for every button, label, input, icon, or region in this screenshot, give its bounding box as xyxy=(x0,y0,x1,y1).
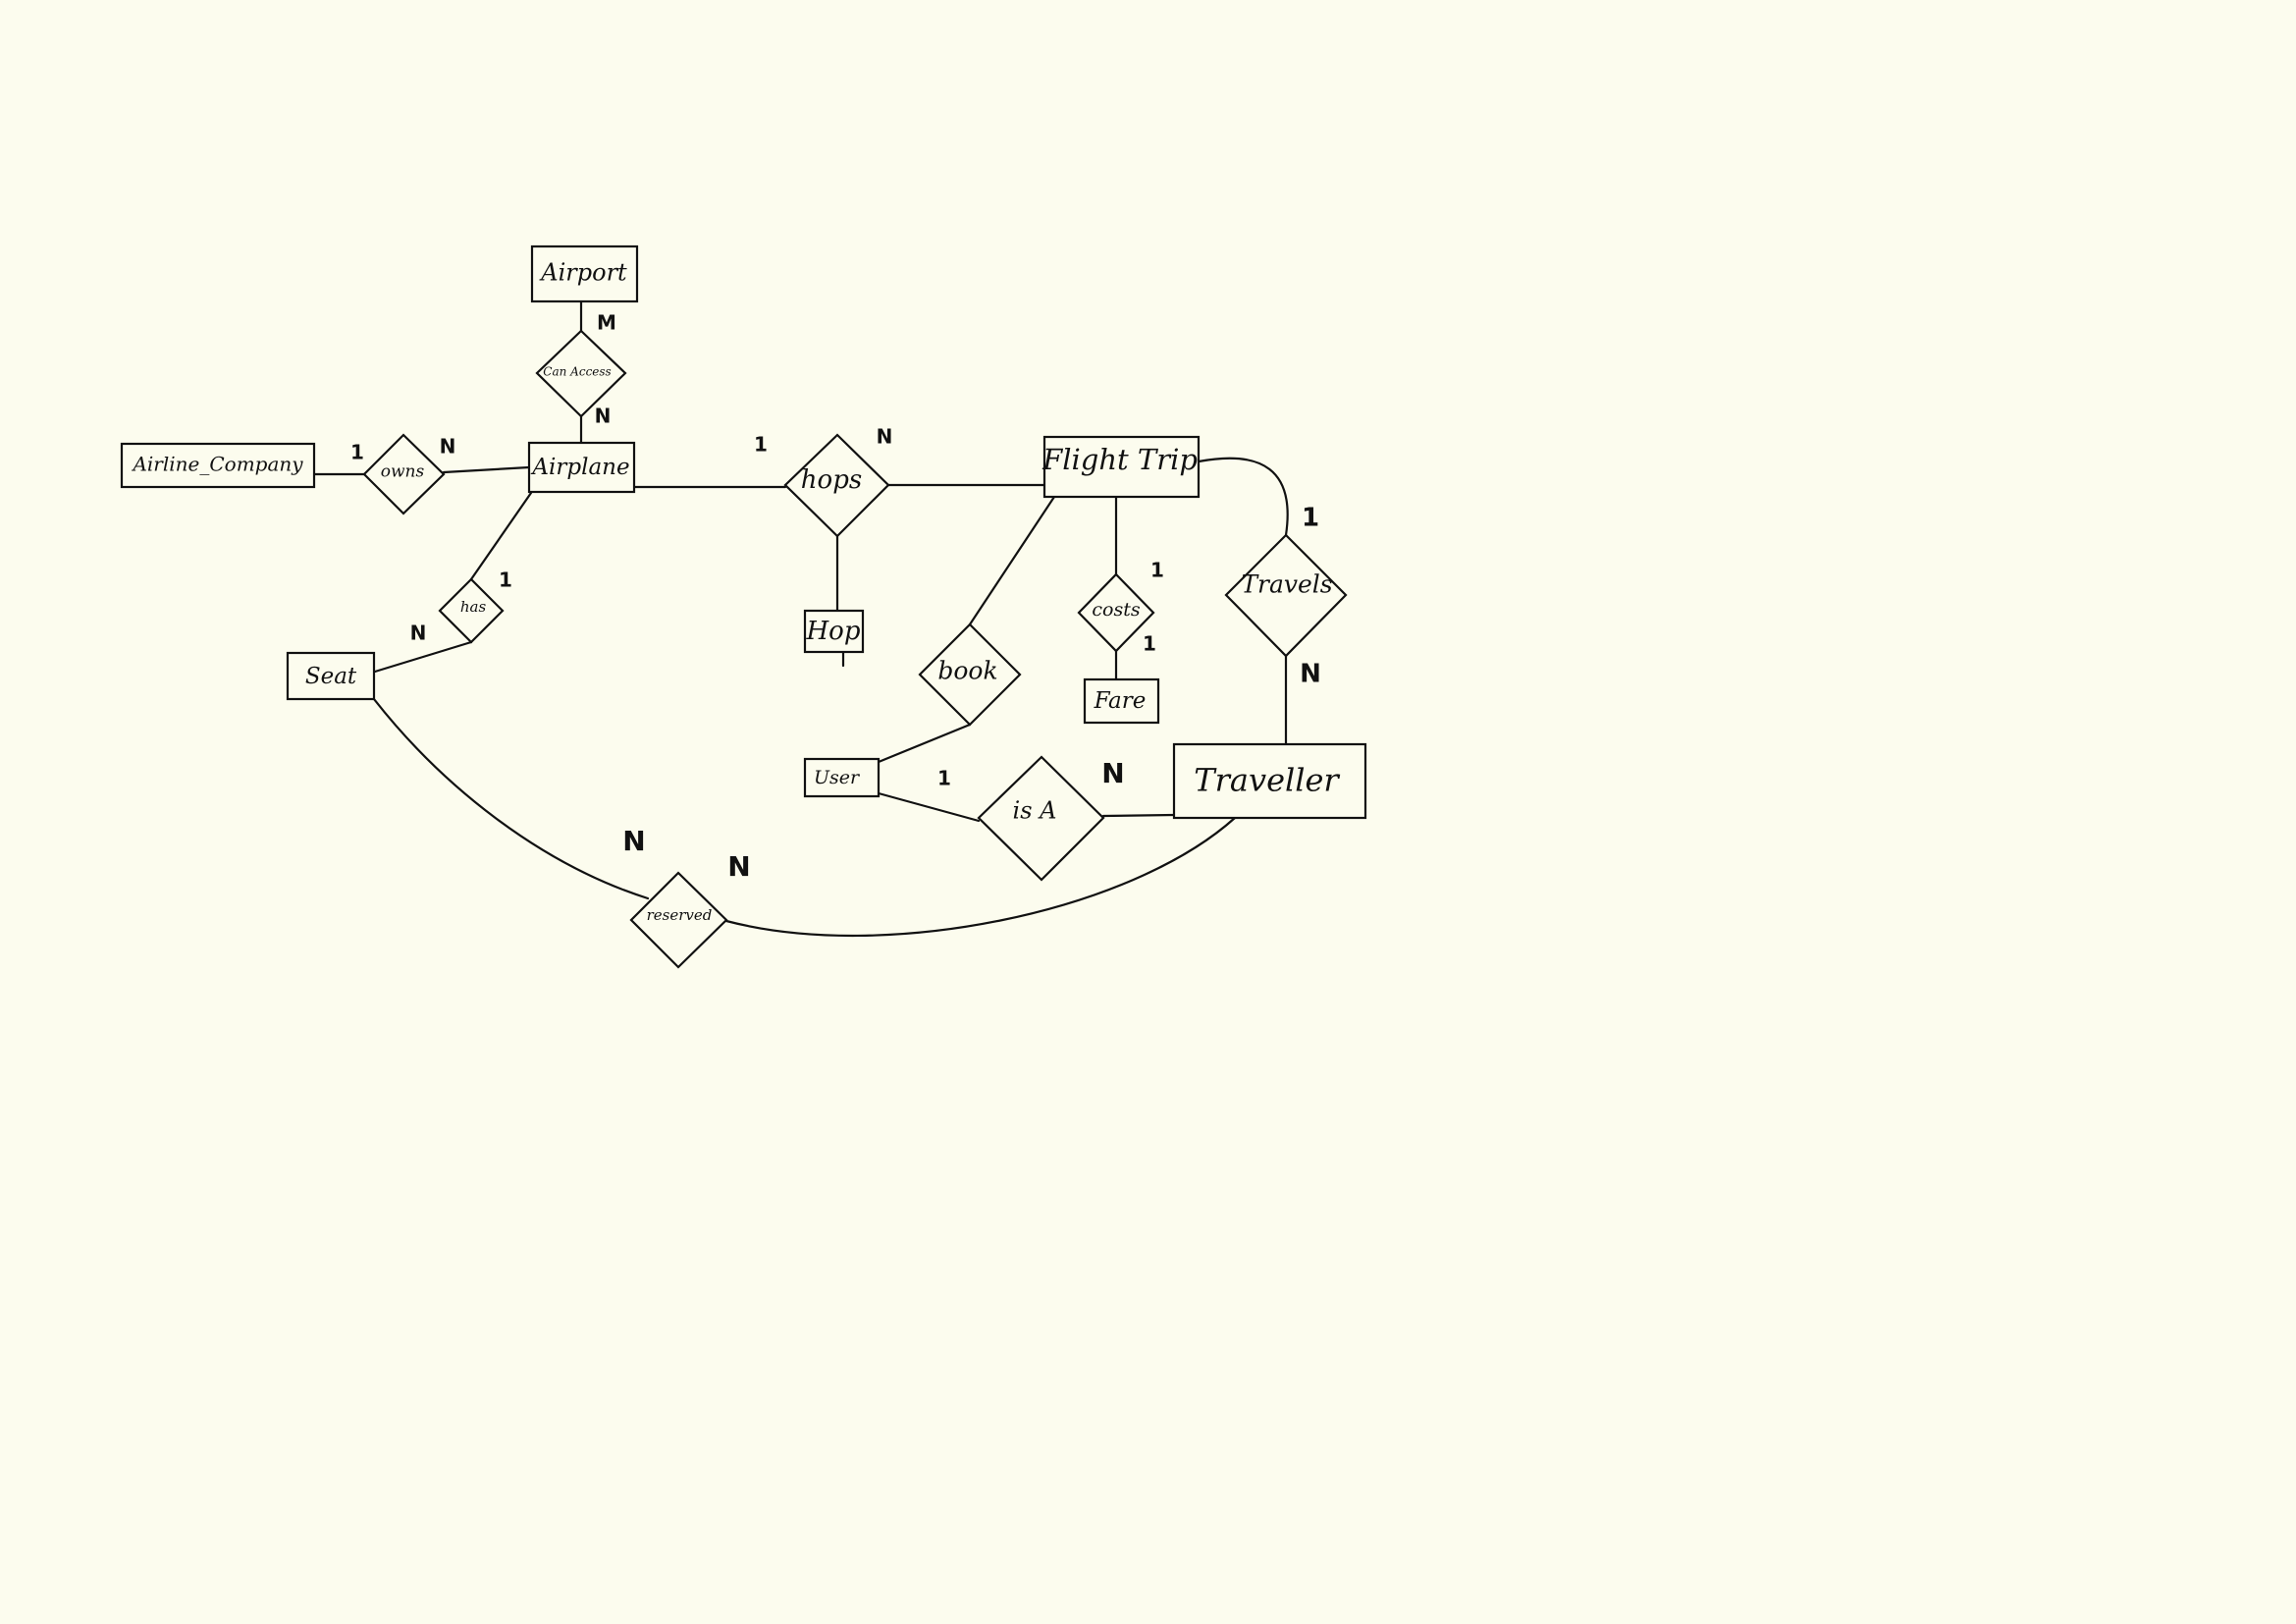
relationship-hops: hops xyxy=(783,433,890,538)
cardinality-label: 1 xyxy=(499,568,512,592)
edge-flighttrip-travels xyxy=(1197,457,1289,537)
cardinalities: M N 1 N 1 N 1 N 1 1 1 N 1 N N N xyxy=(350,311,1321,884)
er-diagram-canvas: Airport Airline_Company Airplane Flight … xyxy=(0,0,1539,1089)
cardinality-label: M xyxy=(597,311,616,335)
entity-airport: Airport xyxy=(530,244,639,303)
relationship-owns: owns xyxy=(362,433,446,515)
entity-fare-label: Fare xyxy=(1094,688,1147,714)
relationship-hops-label: hops xyxy=(801,465,862,495)
relationship-reserved-label: reserved xyxy=(647,906,713,924)
cardinality-label: 1 xyxy=(350,441,364,464)
entity-flight-trip-label: Flight Trip xyxy=(1041,443,1198,476)
entity-flight-trip: Flight Trip xyxy=(1041,435,1201,499)
relationship-can-access-label: Can Access xyxy=(543,365,611,379)
edge-isa-traveller xyxy=(1101,813,1176,818)
relationship-travels: Travels xyxy=(1224,533,1348,658)
entity-fare: Fare xyxy=(1083,677,1160,725)
entity-seat: Seat xyxy=(286,651,376,701)
edge-user-isa xyxy=(877,791,981,823)
edge-flighttrip-book xyxy=(968,495,1056,626)
relationship-costs: costs xyxy=(1077,572,1155,653)
entity-user: User xyxy=(803,757,881,798)
entity-traveller: Traveller xyxy=(1172,742,1367,820)
relationship-has-label: has xyxy=(460,598,487,616)
edge-has-seat xyxy=(373,640,473,674)
cardinality-label: N xyxy=(622,825,645,857)
relationship-travels-label: Travels xyxy=(1241,570,1332,599)
cardinality-label: N xyxy=(727,850,750,883)
entity-traveller-label: Traveller xyxy=(1194,762,1340,799)
relationship-can-access: Can Access xyxy=(535,329,627,418)
entity-seat-label: Seat xyxy=(305,664,357,689)
cardinality-label: N xyxy=(440,435,456,459)
cardinality-label: 1 xyxy=(937,767,951,790)
entity-airplane-label: Airplane xyxy=(530,455,629,480)
edge-owns-airplane xyxy=(442,465,531,474)
entity-user-label: User xyxy=(814,767,861,788)
relationship-owns-label: owns xyxy=(381,462,425,482)
entity-hop-label: Hop xyxy=(806,617,861,646)
edge-book-user xyxy=(877,723,972,764)
relationship-reserved: reserved xyxy=(629,871,728,969)
edge-seat-reserved xyxy=(372,697,650,900)
cardinality-label: 1 xyxy=(754,433,768,457)
cardinality-label: N xyxy=(410,622,427,645)
cardinality-label: 1 xyxy=(1302,504,1319,533)
cardinality-label: N xyxy=(595,405,612,428)
entity-airport-label: Airport xyxy=(539,259,627,287)
entity-hop: Hop xyxy=(803,609,865,654)
relationship-book: book xyxy=(918,623,1022,727)
relationship-book-label: book xyxy=(937,657,997,685)
relationship-costs-label: costs xyxy=(1092,599,1140,621)
cardinality-label: 1 xyxy=(1150,559,1164,582)
cardinality-label: 1 xyxy=(1143,632,1156,656)
edge-airplane-has xyxy=(469,491,533,581)
entity-airline-company: Airline_Company xyxy=(120,442,316,489)
cardinality-label: N xyxy=(877,425,893,449)
entity-airplane: Airplane xyxy=(527,441,636,494)
er-diagram: Airport Airline_Company Airplane Flight … xyxy=(120,244,1367,969)
entity-airline-company-label: Airline_Company xyxy=(131,453,303,476)
cardinality-label: N xyxy=(1300,660,1321,689)
edges xyxy=(312,298,1289,938)
relationship-has: has xyxy=(438,577,505,644)
relationship-is-a-label: is A xyxy=(1013,797,1057,825)
edge-reserved-traveller xyxy=(724,816,1237,938)
cardinality-label: N xyxy=(1101,757,1124,789)
relationship-is-a: is A xyxy=(977,755,1105,882)
